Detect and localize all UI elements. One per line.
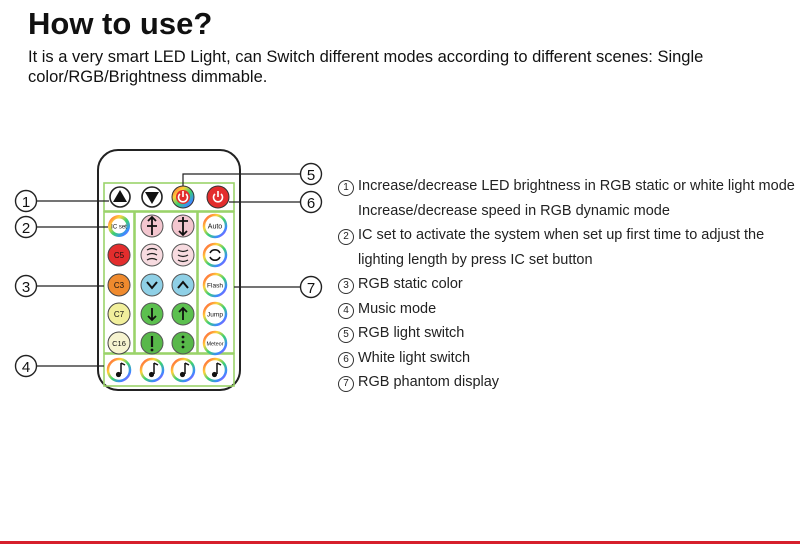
auto-label: Auto — [208, 224, 223, 231]
speed-up-button[interactable] — [140, 214, 164, 238]
page-title: How to use? — [28, 6, 213, 41]
cycle-button[interactable] — [202, 242, 228, 268]
note-number: 6 — [338, 351, 354, 368]
callout-7: 7 — [299, 275, 323, 299]
bottom-divider — [0, 541, 800, 544]
callout-3: 3 — [14, 274, 38, 298]
rgb-power-button[interactable] — [171, 185, 195, 209]
music-button-4[interactable] — [202, 357, 228, 383]
note-number: 1 — [338, 180, 354, 196]
svg-text:1: 1 — [22, 194, 30, 211]
arrow-down-icon — [147, 308, 157, 322]
callout-2: 2 — [14, 215, 38, 239]
music-note-icon — [120, 362, 126, 374]
music-note-icon — [184, 362, 190, 374]
svg-text:3: 3 — [22, 279, 30, 296]
wave-icon — [177, 249, 189, 263]
color-c16-button[interactable]: C16 — [107, 331, 131, 355]
green-mode-button-1[interactable] — [140, 302, 164, 326]
music-button-2[interactable] — [139, 357, 165, 383]
blue-mode-button-1[interactable] — [140, 273, 164, 297]
music-button-3[interactable] — [170, 357, 196, 383]
ic-set-label: IC set — [111, 225, 127, 231]
color-c7-button[interactable]: C7 — [107, 302, 131, 326]
ic-set-button[interactable]: IC set — [108, 215, 130, 237]
pink-mode-button-2[interactable] — [171, 243, 195, 267]
color-c3-button[interactable]: C3 — [107, 273, 131, 297]
flash-label: Flash — [207, 283, 223, 290]
svg-text:5: 5 — [307, 167, 315, 184]
blue-mode-button-2[interactable] — [171, 273, 195, 297]
c7-label: C7 — [114, 310, 125, 319]
callout-5: 5 — [299, 162, 323, 186]
note-text: White light switch — [358, 349, 471, 366]
callout-4: 4 — [14, 354, 38, 378]
auto-button[interactable]: Auto — [202, 213, 228, 239]
callout-1: 1 — [14, 189, 38, 213]
note-1-continued: Increase/decrease speed in RGB dynamic m… — [338, 199, 798, 224]
power-icon — [177, 191, 189, 203]
dark-green-mode-button-1[interactable] — [140, 331, 164, 355]
intro-text: It is a very smart LED Light, can Switch… — [28, 48, 704, 86]
speed-down-button[interactable] — [171, 214, 195, 238]
music-note-icon — [153, 362, 159, 374]
note-text: RGB phantom display — [358, 374, 500, 390]
note-number: 4 — [338, 302, 354, 319]
note-number: 3 — [338, 278, 354, 294]
flash-button[interactable]: Flash — [202, 272, 228, 298]
music-button-1[interactable] — [106, 357, 132, 383]
music-note-icon — [216, 362, 222, 374]
note-text: IC set to activate the system when set u… — [358, 227, 765, 243]
brightness-up-button[interactable] — [109, 186, 131, 208]
svg-text:4: 4 — [22, 359, 30, 376]
note-number: 2 — [338, 229, 354, 245]
note-text: Increase/decrease speed in RGB dynamic m… — [358, 202, 670, 219]
dark-green-mode-button-2[interactable] — [171, 331, 195, 355]
jump-label: Jump — [207, 312, 223, 319]
c16-label: C16 — [112, 339, 126, 348]
note-text: RGB static color — [358, 276, 463, 292]
svg-text:7: 7 — [307, 280, 315, 297]
power-icon — [212, 191, 224, 203]
refresh-icon — [209, 249, 221, 261]
callout-6: 6 — [299, 190, 323, 214]
pink-mode-button-1[interactable] — [140, 243, 164, 267]
wave-icon — [146, 247, 158, 261]
svg-text:2: 2 — [22, 220, 30, 237]
leader-lines — [37, 173, 301, 367]
note-text: lighting length by press IC set button — [358, 251, 593, 268]
group-frames — [103, 182, 235, 387]
note-text: Music mode — [358, 300, 437, 317]
meteor-button[interactable]: Meteor — [202, 330, 228, 356]
note-number: 5 — [338, 327, 354, 343]
green-mode-button-2[interactable] — [171, 302, 195, 326]
c5-label: C5 — [114, 251, 125, 260]
c3-label: C3 — [114, 281, 125, 290]
meteor-label: Meteor — [206, 342, 223, 348]
note-text: RGB light switch — [358, 325, 465, 341]
svg-text:6: 6 — [307, 195, 315, 212]
arrow-up-icon — [177, 280, 189, 289]
jump-button[interactable]: Jump — [202, 301, 228, 327]
color-c5-button[interactable]: C5 — [107, 243, 131, 267]
white-power-button[interactable] — [206, 185, 230, 209]
note-text: Increase/decrease LED brightness in RGB … — [358, 178, 795, 194]
note-number: 7 — [338, 376, 354, 392]
note-2-continued: lighting length by press IC set button — [338, 248, 798, 273]
brightness-down-button[interactable] — [141, 186, 163, 208]
arrow-down-icon — [146, 281, 158, 290]
arrow-up-icon — [178, 306, 188, 320]
